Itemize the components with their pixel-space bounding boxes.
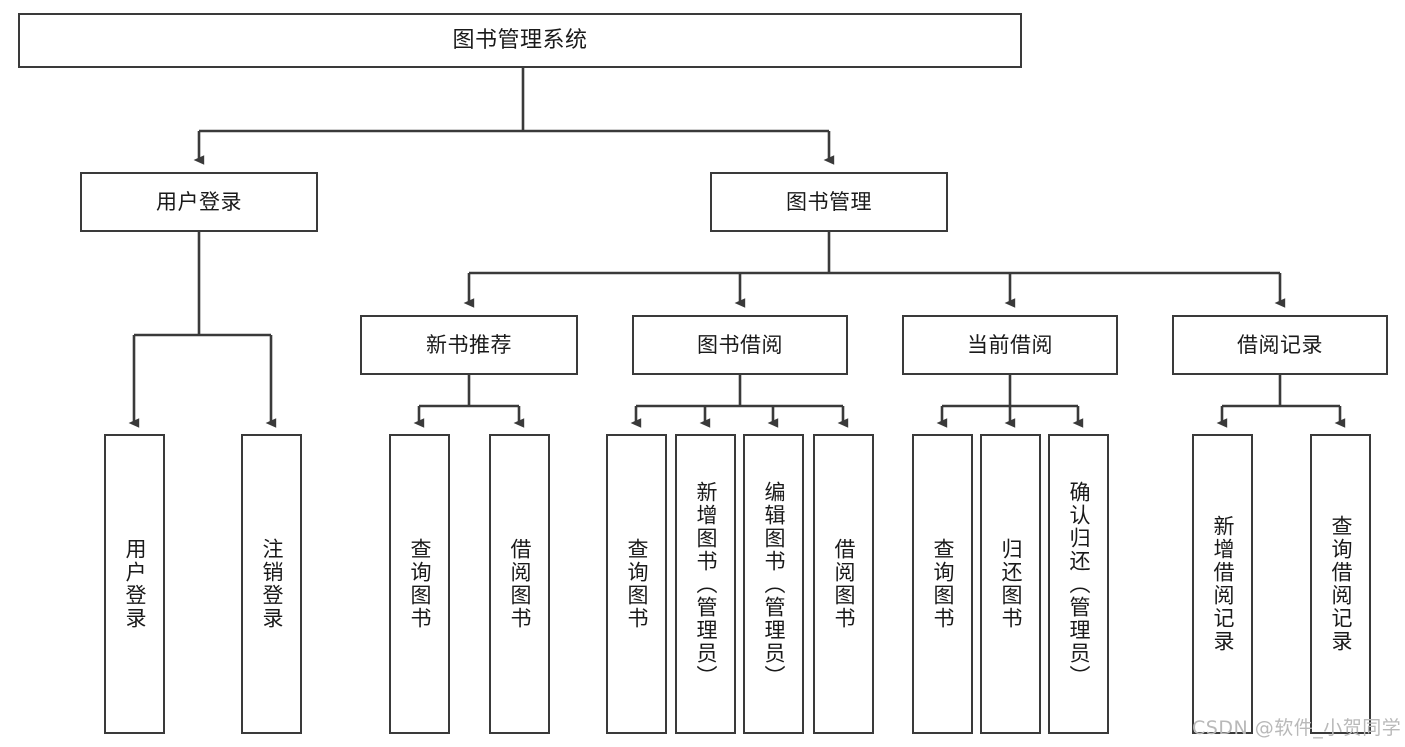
node-label: 新增图书（管理员） — [694, 480, 718, 688]
node-label: 图书管理系统 — [452, 27, 588, 53]
node-root-book-management-system[interactable]: 图书管理系统 — [18, 13, 1022, 68]
leaf-node-add-book-admin[interactable]: 新增图书（管理员） — [675, 434, 736, 734]
leaf-node-add-borrowing-record[interactable]: 新增借阅记录 — [1192, 434, 1253, 734]
node-current-borrowing[interactable]: 当前借阅 — [902, 315, 1118, 375]
leaf-node-borrow-book-borrowing[interactable]: 借阅图书 — [813, 434, 874, 734]
node-label: 图书管理 — [786, 189, 872, 214]
node-label: 编辑图书（管理员） — [762, 480, 786, 688]
node-label: 归还图书 — [999, 538, 1023, 630]
watermark: CSDN @软件_小贺同学 — [1192, 717, 1402, 739]
leaf-node-return-book[interactable]: 归还图书 — [980, 434, 1041, 734]
leaf-node-borrow-book-recommendation[interactable]: 借阅图书 — [489, 434, 550, 734]
node-book-borrowing[interactable]: 图书借阅 — [632, 315, 848, 375]
node-label: 当前借阅 — [967, 332, 1053, 357]
node-label: 新书推荐 — [426, 332, 512, 357]
leaf-node-edit-book-admin[interactable]: 编辑图书（管理员） — [743, 434, 804, 734]
node-new-book-recommendation[interactable]: 新书推荐 — [360, 315, 578, 375]
leaf-node-user-login[interactable]: 用户登录 — [104, 434, 165, 734]
leaf-node-query-book-borrowing[interactable]: 查询图书 — [606, 434, 667, 734]
node-label: 确认归还（管理员） — [1067, 480, 1091, 688]
node-label: 用户登录 — [156, 189, 242, 214]
leaf-node-query-book-current[interactable]: 查询图书 — [912, 434, 973, 734]
leaf-node-query-borrowing-record[interactable]: 查询借阅记录 — [1310, 434, 1371, 734]
node-label: 借阅图书 — [832, 538, 856, 630]
leaf-node-confirm-return-admin[interactable]: 确认归还（管理员） — [1048, 434, 1109, 734]
node-label: 查询图书 — [408, 538, 432, 630]
node-borrowing-record[interactable]: 借阅记录 — [1172, 315, 1388, 375]
node-label: 查询图书 — [625, 538, 649, 630]
node-user-login[interactable]: 用户登录 — [80, 172, 318, 232]
node-book-management[interactable]: 图书管理 — [710, 172, 948, 232]
leaf-node-logout[interactable]: 注销登录 — [241, 434, 302, 734]
node-label: 查询借阅记录 — [1329, 515, 1353, 653]
node-label: 新增借阅记录 — [1211, 515, 1235, 653]
node-label: 用户登录 — [123, 538, 147, 630]
node-label: 查询图书 — [931, 538, 955, 630]
node-label: 注销登录 — [260, 538, 284, 630]
node-label: 借阅图书 — [508, 538, 532, 630]
leaf-node-query-book-recommendation[interactable]: 查询图书 — [389, 434, 450, 734]
node-label: 图书借阅 — [697, 332, 783, 357]
node-label: 借阅记录 — [1237, 332, 1323, 357]
